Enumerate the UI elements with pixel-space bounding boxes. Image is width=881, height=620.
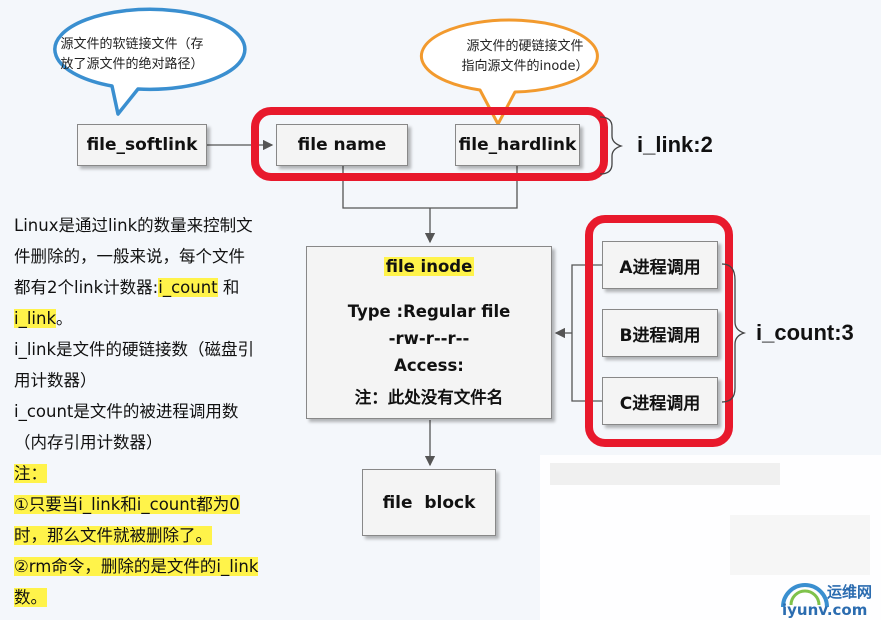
inode-content: file inode Type :Regular file -rw-r--r--… <box>306 246 552 419</box>
connector-names-to-inode <box>342 166 518 209</box>
process-b-box: B进程调用 <box>602 309 718 357</box>
explanation-line-5: i_link是文件的硬链接数（磁盘引 <box>14 340 255 359</box>
process-a-box: A进程调用 <box>602 241 718 289</box>
file-block-label: file block <box>382 492 476 513</box>
explanation-note-2a: ②rm命令，删除的是文件的i_link <box>14 557 259 576</box>
explanation-note-title: 注： <box>14 464 47 483</box>
explanation-line-6: 用计数器） <box>14 371 97 390</box>
file-softlink-box: file_softlink <box>77 124 207 166</box>
file-block-box: file block <box>362 469 496 536</box>
callout-softlink-text: 源文件的软链接文件（存 放了源文件的绝对路径） <box>60 37 204 72</box>
explanation-line-2: 件删除的，一般来说，每个文件 <box>14 247 245 266</box>
inode-note: 注：此处没有文件名 <box>354 388 504 407</box>
i-count-label: i_count:3 <box>756 320 854 345</box>
i-count-highlight-frame <box>585 215 733 447</box>
watermark-site-text: 运维网 <box>827 583 872 601</box>
process-c-box: C进程调用 <box>602 377 718 425</box>
callout-hardlink-text: 源文件的硬链接文件 指向源文件的inode） <box>461 39 589 74</box>
explanation-line-1: Linux是通过link的数量来控制文 <box>14 216 253 235</box>
watermark-domain-text: iyunv.com <box>782 601 867 619</box>
explanation-note-1b: 时，那么文件就被删除了。 <box>14 526 212 545</box>
callout-softlink-bubble <box>53 7 247 116</box>
explanation-text: Linux是通过link的数量来控制文 件删除的，一般来说，每个文件 都有2个l… <box>14 210 290 613</box>
watermark-logo-icon <box>781 583 829 608</box>
inode-type: Type :Regular file <box>347 302 511 321</box>
explanation-line-7: i_count是文件的被进程调用数 <box>14 402 239 421</box>
explanation-line-3: 都有2个link计数器:i_count 和 <box>14 278 240 297</box>
explanation-line-8: （内存引用计数器） <box>14 433 163 452</box>
explanation-note-1a: ①只要当i_link和i_count都为0 <box>14 495 240 514</box>
inode-permissions: -rw-r--r-- <box>388 329 470 348</box>
callout-hardlink-bubble <box>419 18 599 126</box>
i-link-brace <box>599 116 624 175</box>
i-link-label: i_link:2 <box>637 132 713 157</box>
explanation-note-2b: 数。 <box>14 588 47 607</box>
i-link-highlight-frame <box>251 107 608 181</box>
inode-access: Access: <box>394 356 464 375</box>
file-name-box: file name <box>276 124 408 166</box>
file-hardlink-box: file_hardlink <box>455 124 580 166</box>
watermark: 运维网 iyunv.com <box>540 455 881 620</box>
i-count-brace <box>721 263 747 403</box>
explanation-line-4: i_link。 <box>14 309 73 328</box>
inode-title: file inode <box>383 257 475 276</box>
